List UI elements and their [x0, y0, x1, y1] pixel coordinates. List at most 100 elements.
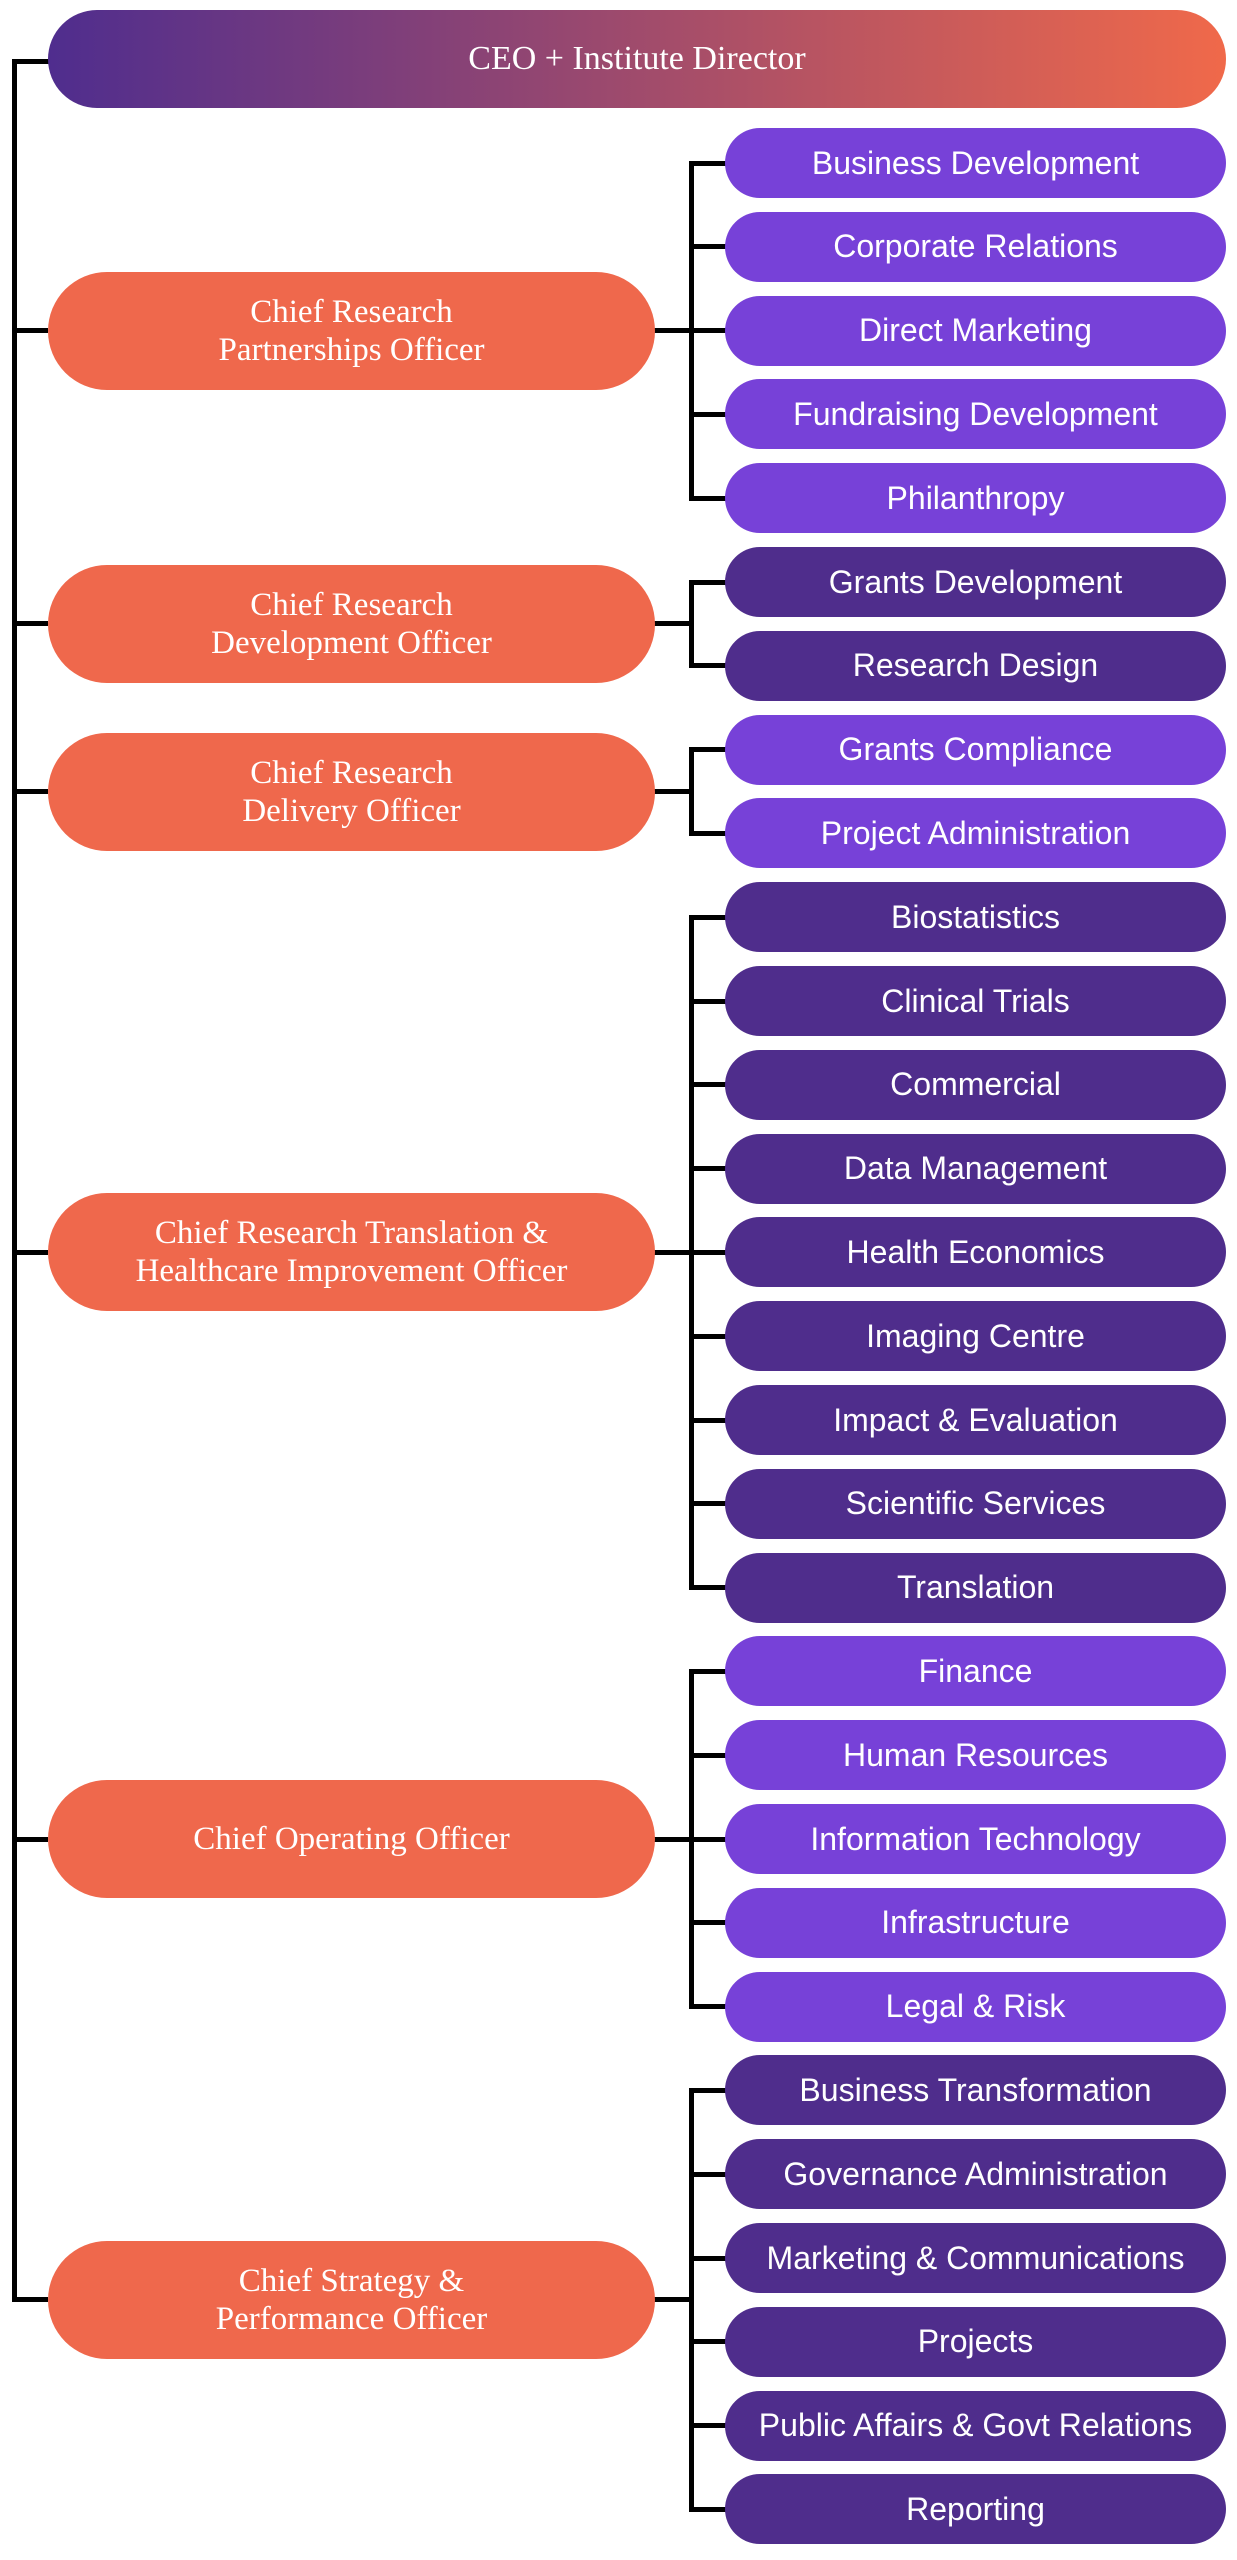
officer-connector-line	[12, 1836, 48, 1842]
unit-connector-line	[689, 830, 730, 836]
unit-connector-line	[689, 160, 730, 166]
unit-label: Marketing & Communications	[766, 2239, 1185, 2276]
officer-connector-line	[12, 2297, 48, 2303]
unit-node: Fundraising Development	[725, 379, 1226, 450]
officer-connector-line	[12, 621, 48, 627]
unit-connector-line	[689, 495, 730, 501]
officer-label-line: Chief Strategy &	[238, 2262, 465, 2299]
unit-node: Project Administration	[725, 798, 1226, 869]
unit-connector-line	[689, 1501, 730, 1507]
unit-node: Projects	[725, 2306, 1226, 2377]
group-connector-line	[650, 1836, 694, 1842]
unit-label: Commercial	[890, 1066, 1061, 1103]
unit-node: Legal & Risk	[725, 1971, 1226, 2042]
unit-connector-line	[689, 2255, 730, 2261]
officer-label-line: Chief Research Translation &	[154, 1215, 549, 1252]
unit-connector-line	[689, 1836, 730, 1842]
officer-label-line: Performance Officer	[215, 2300, 488, 2337]
group-vertical-line	[689, 2087, 694, 2512]
unit-node: Governance Administration	[725, 2139, 1226, 2210]
unit-label: Project Administration	[820, 814, 1131, 851]
unit-node: Biostatistics	[725, 882, 1226, 953]
unit-connector-line	[689, 914, 730, 920]
unit-node: Finance	[725, 1636, 1226, 1707]
ceo-label: CEO + Institute Director	[468, 40, 806, 77]
unit-node: Direct Marketing	[725, 295, 1226, 366]
officer-node: Chief Operating Officer	[48, 1780, 655, 1898]
unit-label: Biostatistics	[891, 898, 1060, 935]
group-connector-line	[650, 621, 694, 627]
officer-label-line: Development Officer	[211, 624, 492, 661]
unit-connector-line	[689, 244, 730, 250]
unit-node: Public Affairs & Govt Relations	[725, 2390, 1226, 2461]
unit-node: Imaging Centre	[725, 1301, 1226, 1372]
unit-label: Legal & Risk	[885, 1988, 1066, 2025]
unit-node: Data Management	[725, 1133, 1226, 1204]
unit-connector-line	[689, 579, 730, 585]
unit-connector-line	[689, 2171, 730, 2177]
unit-node: Grants Compliance	[725, 714, 1226, 785]
unit-label: Reporting	[906, 2490, 1045, 2527]
unit-connector-line	[689, 2087, 730, 2093]
officer-label-line: Chief Research	[250, 754, 453, 791]
ceo-trunk-line	[12, 58, 17, 2303]
unit-label: Fundraising Development	[793, 395, 1158, 432]
unit-node: Research Design	[725, 630, 1226, 701]
unit-node: Corporate Relations	[725, 211, 1226, 282]
unit-label: Grants Compliance	[838, 731, 1113, 768]
unit-label: Scientific Services	[845, 1485, 1106, 1522]
unit-connector-line	[689, 747, 730, 753]
unit-connector-line	[689, 1585, 730, 1591]
officer-connector-line	[12, 1249, 48, 1255]
unit-label: Impact & Evaluation	[833, 1401, 1118, 1438]
unit-connector-line	[689, 1166, 730, 1172]
group-connector-line	[650, 2297, 694, 2303]
unit-connector-line	[689, 2423, 730, 2429]
unit-label: Corporate Relations	[833, 228, 1118, 265]
group-vertical-line	[689, 747, 694, 836]
unit-node: Infrastructure	[725, 1887, 1226, 1958]
unit-connector-line	[689, 1333, 730, 1339]
unit-connector-line	[689, 1082, 730, 1088]
unit-connector-line	[689, 1920, 730, 1926]
unit-node: Clinical Trials	[725, 966, 1226, 1036]
unit-label: Grants Development	[828, 563, 1123, 600]
group-connector-line	[650, 1249, 694, 1255]
unit-connector-line	[689, 663, 730, 669]
officer-label-line: Chief Research	[250, 293, 453, 330]
unit-node: Reporting	[725, 2474, 1226, 2545]
unit-label: Public Affairs & Govt Relations	[758, 2407, 1193, 2444]
unit-connector-line	[689, 2506, 730, 2512]
unit-node: Impact & Evaluation	[725, 1385, 1226, 1455]
officer-label-line: Partnerships Officer	[218, 331, 485, 368]
ceo-node: CEO + Institute Director	[48, 10, 1226, 108]
unit-connector-line	[689, 411, 730, 417]
unit-label: Projects	[917, 2323, 1034, 2360]
officer-connector-line	[12, 789, 48, 794]
ceo-connector-line	[12, 58, 52, 64]
unit-node: Business Development	[725, 128, 1226, 198]
unit-node: Philanthropy	[725, 463, 1226, 534]
officer-label-line: Healthcare Improvement Officer	[135, 1253, 568, 1290]
unit-node: Human Resources	[725, 1720, 1226, 1791]
unit-label: Business Development	[811, 144, 1140, 181]
unit-label: Philanthropy	[886, 479, 1065, 516]
unit-label: Information Technology	[810, 1820, 1141, 1857]
unit-node: Health Economics	[725, 1217, 1226, 1288]
officer-node: Chief Strategy &Performance Officer	[48, 2240, 655, 2359]
officer-label-line: Chief Operating Officer	[193, 1821, 510, 1857]
group-connector-line	[650, 328, 694, 334]
unit-connector-line	[689, 2004, 730, 2010]
officer-node: Chief Research Translation &Healthcare I…	[48, 1193, 655, 1312]
unit-label: Direct Marketing	[859, 312, 1092, 349]
unit-node: Grants Development	[725, 547, 1226, 617]
officer-label-line: Delivery Officer	[242, 792, 461, 829]
unit-node: Commercial	[725, 1049, 1226, 1120]
unit-node: Scientific Services	[725, 1468, 1226, 1539]
unit-connector-line	[689, 998, 730, 1004]
unit-label: Business Transformation	[799, 2071, 1152, 2108]
